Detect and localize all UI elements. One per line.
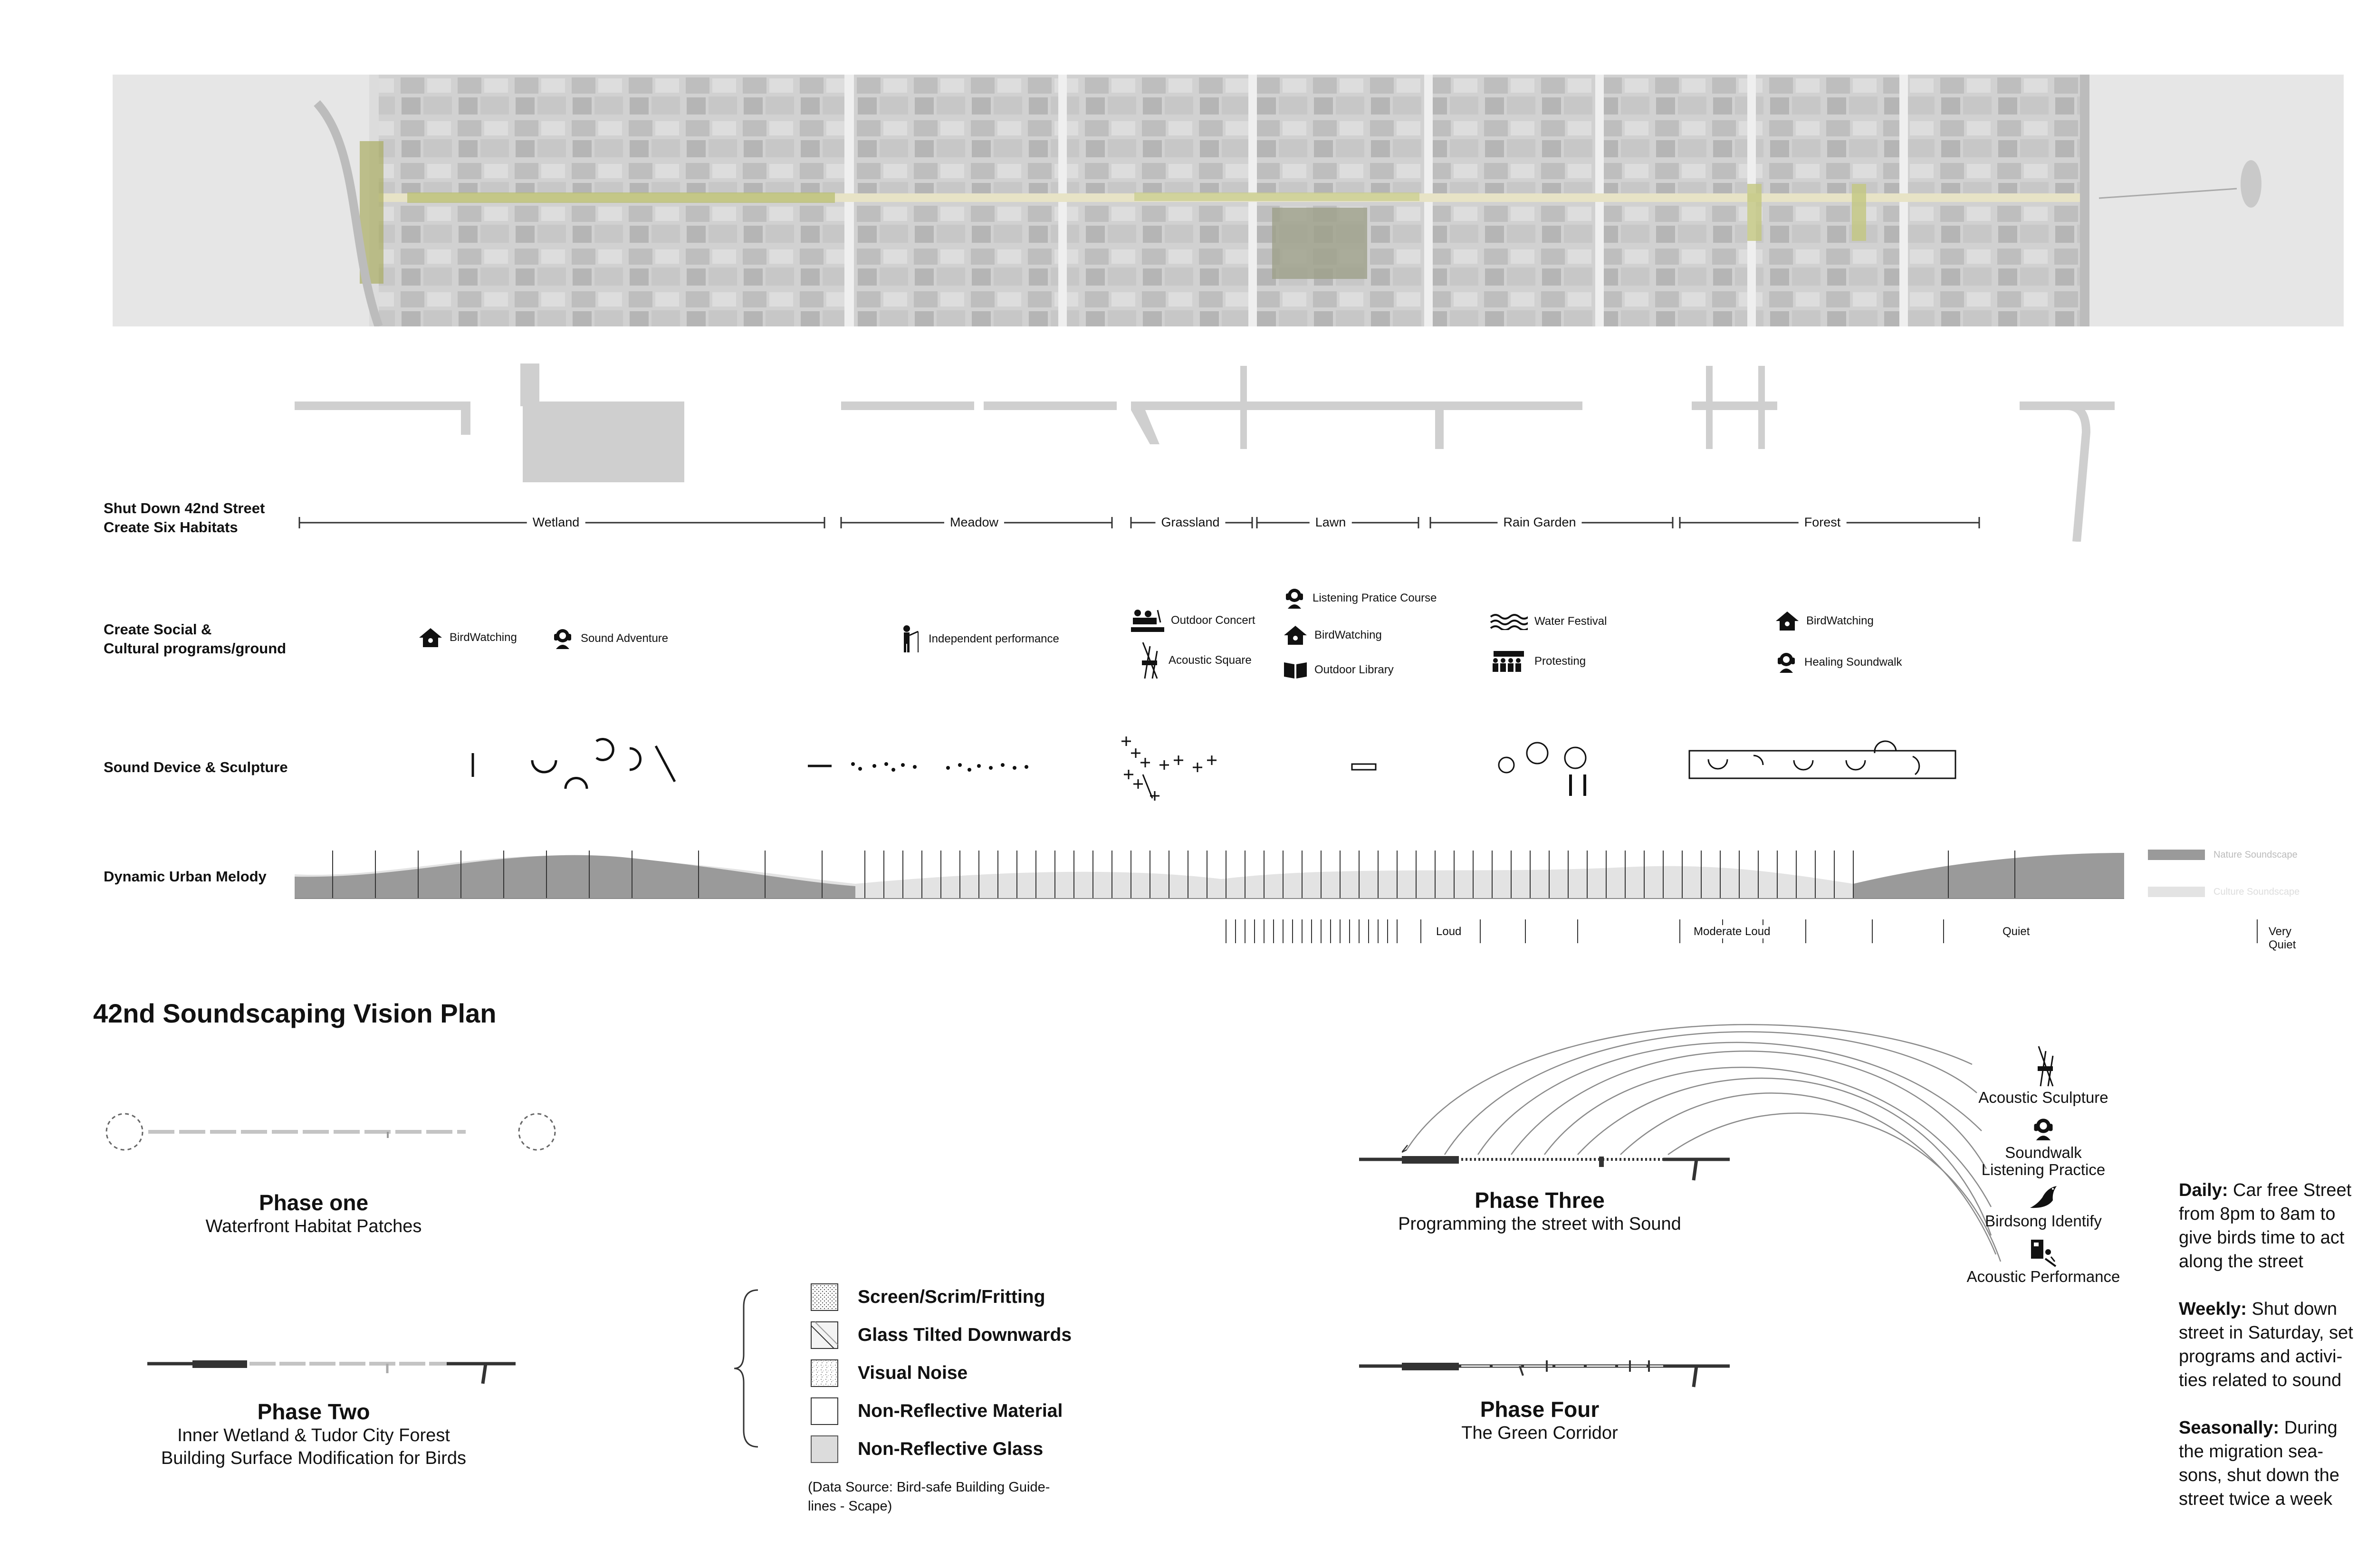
phase-two-diagram [147,1354,518,1392]
noise-swatch [811,1359,838,1387]
program-birdwatching-3: BirdWatching [1775,611,1874,631]
habitat-wetland: Wetland [527,515,585,530]
moderate-loud-label: Moderate Loud [1692,925,1772,938]
performer-icon [2031,1240,2057,1267]
legend-item-non-reflective-material: Non-Reflective Material [810,1392,1072,1430]
program-sound-adventure: Sound Adventure [551,627,668,650]
sound-device-sculptures [451,727,1972,817]
habitat-meadow: Meadow [944,515,1005,530]
blank-swatch [811,1397,838,1425]
row-label-melody: Dynamic Urban Melody [104,868,267,885]
program-birdwatching-1: BirdWatching [418,627,517,648]
listener-icon [554,629,571,649]
program-acoustic-square: Acoustic Square [1138,641,1252,679]
nature-swatch [2148,850,2205,860]
row-label-devices: Sound Device & Sculpture [104,759,288,775]
stipple-swatch [811,1283,838,1311]
program-water-festival: Water Festival [1490,613,1607,630]
urban-melody-chart [295,846,2124,903]
program-listening-practice: Listening Pratice Course [1283,587,1437,610]
phase-three-arcs [1401,988,2010,1264]
phase-four-title: Phase Four [1480,1397,1600,1422]
schedule-daily: Daily: Car free Street from 8pm to 8am t… [2179,1180,2352,1272]
phase-two-subtitle-2: Building Surface Modification for Birds [161,1448,467,1468]
very-quiet-label: Very Quiet [2267,925,2324,952]
program-birdwatching-2: BirdWatching [1283,625,1382,646]
acoustic-sculpture-icon [2038,1046,2054,1087]
habitat-grassland: Grassland [1155,515,1226,530]
listener-icon [2034,1119,2053,1140]
phase-four-caption: Phase Four The Green Corridor [1331,1397,1749,1444]
legend-item-visual-noise: Visual Noise [810,1354,1072,1392]
book-icon [1284,662,1307,679]
program-independent-performance: Independent performance [898,625,1059,653]
aerial-map [113,75,2344,328]
legend-item-tilted-glass: Glass Tilted Downwards [810,1316,1072,1354]
habitat-lawn: Lawn [1309,515,1352,530]
bird-house-icon [1284,626,1307,645]
schedule-weekly: Weekly: Shut down street in Saturday, se… [2179,1299,2353,1390]
crowd-icon [1493,651,1524,672]
street-diagram [295,361,2257,542]
phase-two-subtitle: Inner Wetland & Tudor City Forest [177,1425,450,1445]
performer-icon [903,625,919,652]
habitat-timeline: Wetland Meadow Grassland Lawn Rain Garde… [297,513,1984,532]
habitat-forest: Forest [1798,515,1847,530]
quiet-label: Quiet [2001,925,2032,938]
legend-item-screen: Screen/Scrim/Fritting [810,1278,1072,1316]
phase-three-caption: Phase Three Programming the street with … [1331,1188,1749,1235]
phase-one-title: Phase one [259,1190,369,1215]
bird-icon [2030,1186,2057,1208]
program-protesting: Protesting [1490,651,1586,672]
phase-four-diagram [1359,1357,1730,1399]
bird-house-icon [419,628,442,647]
habitat-rain-garden: Rain Garden [1497,515,1582,530]
phase-four-subtitle: The Green Corridor [1461,1423,1618,1443]
loud-label: Loud [1434,925,1464,938]
loudness-scale: Loud Moderate Loud Quiet Very Quiet [1221,917,2324,952]
phase-two-title: Phase Two [257,1399,370,1424]
tilted-glass-swatch [811,1321,838,1349]
concert-icon [1131,610,1164,632]
phase-three-subtitle: Programming the street with Sound [1398,1214,1681,1234]
schedule-seasonally: Seasonally: During the migration sea- so… [2179,1418,2339,1509]
legend-brace [732,1288,760,1452]
melody-legend: Nature Soundscape Culture Soundscape [2148,848,2299,899]
acoustic-sculpture-icon [1142,642,1158,679]
listener-icon [1778,653,1795,673]
row-label-programs: Create Social & Cultural programs/ground [104,621,287,657]
material-legend: Screen/Scrim/Fritting Glass Tilted Downw… [810,1278,1072,1468]
program-outdoor-library: Outdoor Library [1283,660,1394,679]
program-healing-soundwalk: Healing Soundwalk [1775,651,1902,674]
waves-icon [1490,614,1528,630]
phase-one-diagram [105,1112,561,1159]
source-note: (Data Source: Bird-safe Building Guide- … [808,1480,1050,1514]
phase-three-diagram [1359,1150,1730,1193]
gray-swatch [811,1435,838,1463]
culture-swatch [2148,887,2205,897]
listener-icon [1286,589,1303,609]
phase-one-caption: Phase one Waterfront Habitat Patches [133,1190,494,1238]
page-title: 42nd Soundscaping Vision Plan [93,998,497,1028]
legend-item-non-reflective-glass: Non-Reflective Glass [810,1430,1072,1468]
phase-two-caption: Phase Two Inner Wetland & Tudor City For… [109,1399,518,1470]
schedule: Daily: Car free Street from 8pm to 8am t… [2179,1178,2376,1511]
phase-one-subtitle: Waterfront Habitat Patches [205,1216,422,1236]
phase-three-title: Phase Three [1475,1188,1605,1213]
program-outdoor-concert: Outdoor Concert [1131,608,1255,633]
bird-house-icon [1776,612,1799,631]
row-label-habitats: Shut Down 42nd Street Create Six Habitat… [104,500,265,535]
